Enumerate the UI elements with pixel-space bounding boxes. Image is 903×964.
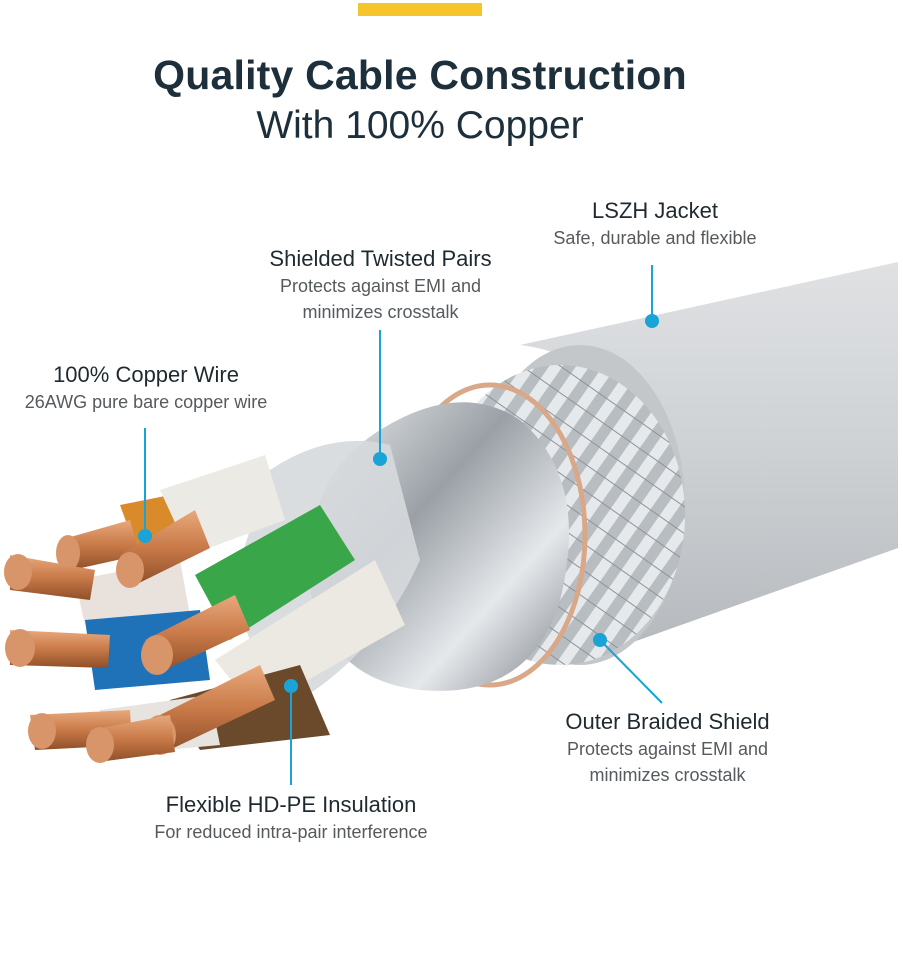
callout-title: 100% Copper Wire [53, 362, 239, 387]
callout-desc: minimizes crosstalk [302, 302, 459, 322]
callout-desc: For reduced intra-pair interference [154, 822, 428, 842]
callout-desc: 26AWG pure bare copper wire [24, 392, 268, 412]
callout-title: LSZH Jacket [592, 198, 718, 223]
callout-desc: Protects against EMI and [566, 739, 769, 759]
callout-desc: Safe, durable and flexible [553, 228, 757, 248]
leader-lines [138, 265, 663, 785]
callout-title: Shielded Twisted Pairs [269, 246, 492, 271]
callout-title: Flexible HD-PE Insulation [165, 792, 417, 817]
page-subtitle: With 100% Copper [256, 104, 584, 147]
copper-conductors [4, 510, 275, 763]
accent-bar [358, 3, 482, 16]
callout-braided-shield: Outer Braided Shield Protects against EM… [535, 708, 800, 788]
callout-twisted-pairs: Shielded Twisted Pairs Protects against … [238, 245, 523, 325]
callout-copper-wire: 100% Copper Wire 26AWG pure bare copper … [0, 361, 292, 415]
callout-lszh-jacket: LSZH Jacket Safe, durable and flexible [530, 197, 780, 251]
callout-title: Outer Braided Shield [565, 709, 770, 734]
callout-desc: minimizes crosstalk [589, 765, 746, 785]
callout-desc: Protects against EMI and [279, 276, 482, 296]
callout-insulation: Flexible HD-PE Insulation For reduced in… [120, 791, 462, 845]
page-title: Quality Cable Construction [153, 52, 687, 98]
